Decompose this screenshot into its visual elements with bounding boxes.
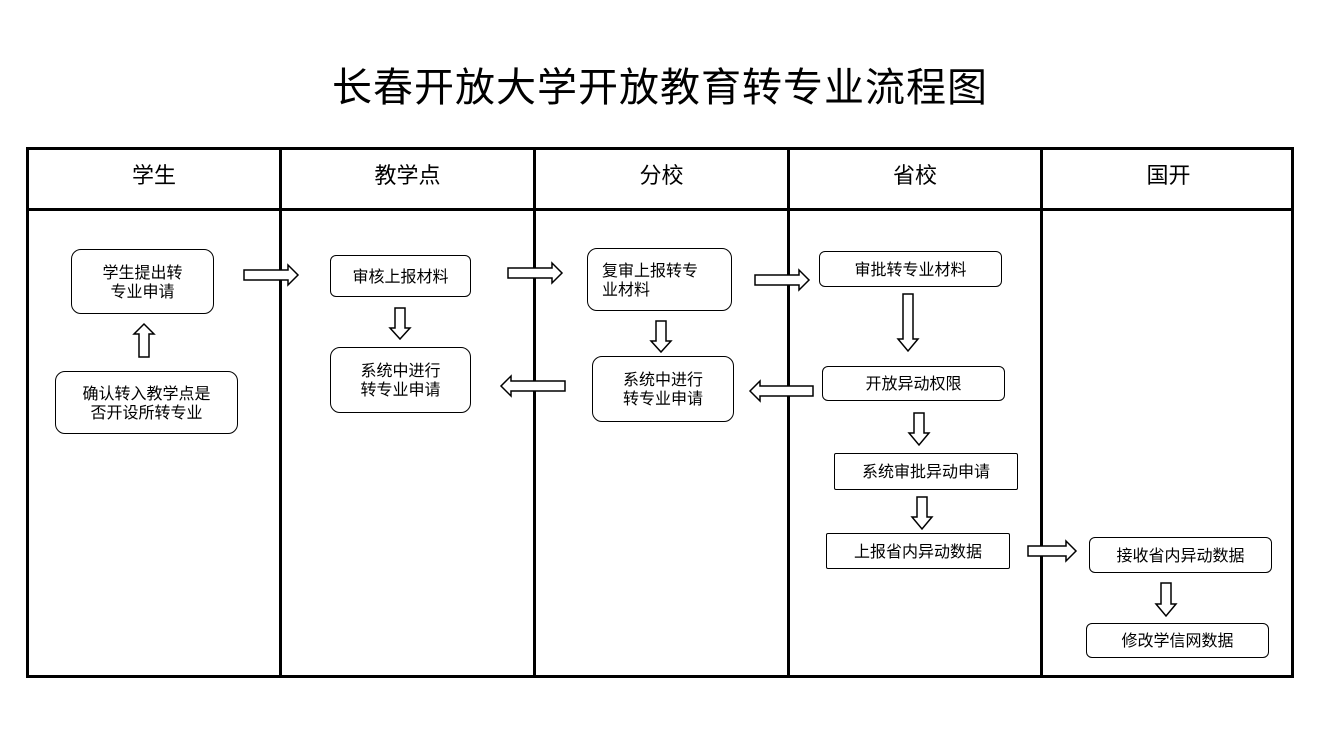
prov-open-text: 开放异动权限 xyxy=(865,374,962,393)
branch-recheck-text: 复审上报转专 业材料 xyxy=(602,260,699,299)
nat-receive-box: 接收省内异动数据 xyxy=(1089,537,1272,573)
lane-header-student: 学生 xyxy=(131,164,176,189)
lane-header-provincial: 省校 xyxy=(892,164,937,189)
branch-system-text: 系统中进行 转专业申请 xyxy=(622,370,703,408)
prov-report-text: 上报省内异动数据 xyxy=(853,541,982,561)
lane-divider xyxy=(787,147,790,678)
point-system-text: 系统中进行 转专业申请 xyxy=(360,361,441,399)
branch-system-box: 系统中进行 转专业申请 xyxy=(592,356,734,422)
lane-header-branch: 分校 xyxy=(639,164,684,189)
branch-recheck-box: 复审上报转专 业材料 xyxy=(587,248,732,311)
student-confirm-box: 确认转入教学点是 否开设所转专业 xyxy=(55,371,238,434)
prov-open-box: 开放异动权限 xyxy=(822,366,1005,401)
point-review-box: 审核上报材料 xyxy=(330,255,471,297)
lane-divider xyxy=(533,147,536,678)
nat-receive-text: 接收省内异动数据 xyxy=(1116,545,1245,565)
lane-header-national: 国开 xyxy=(1146,164,1191,189)
lane-divider xyxy=(279,147,282,678)
nat-modify-text: 修改学信网数据 xyxy=(1121,631,1234,650)
prov-report-box: 上报省内异动数据 xyxy=(826,533,1010,569)
swimlane-frame xyxy=(26,147,1294,678)
point-system-box: 系统中进行 转专业申请 xyxy=(330,347,471,413)
student-confirm-text: 确认转入教学点是 否开设所转专业 xyxy=(82,383,211,422)
point-review-text: 审核上报材料 xyxy=(352,266,449,286)
student-apply-box: 学生提出转 专业申请 xyxy=(71,249,214,314)
prov-approve-text: 审批转专业材料 xyxy=(854,259,967,279)
student-apply-text: 学生提出转 专业申请 xyxy=(102,262,183,301)
prov-approve-box: 审批转专业材料 xyxy=(819,251,1002,287)
prov-sys-approve-box: 系统审批异动申请 xyxy=(834,453,1018,490)
header-divider xyxy=(26,208,1294,211)
lane-divider xyxy=(1040,147,1043,678)
lane-header-teaching-point: 教学点 xyxy=(374,164,441,189)
nat-modify-box: 修改学信网数据 xyxy=(1086,623,1269,658)
prov-sys-approve-text: 系统审批异动申请 xyxy=(861,462,990,481)
page-title: 长春开放大学开放教育转专业流程图 xyxy=(332,65,988,111)
